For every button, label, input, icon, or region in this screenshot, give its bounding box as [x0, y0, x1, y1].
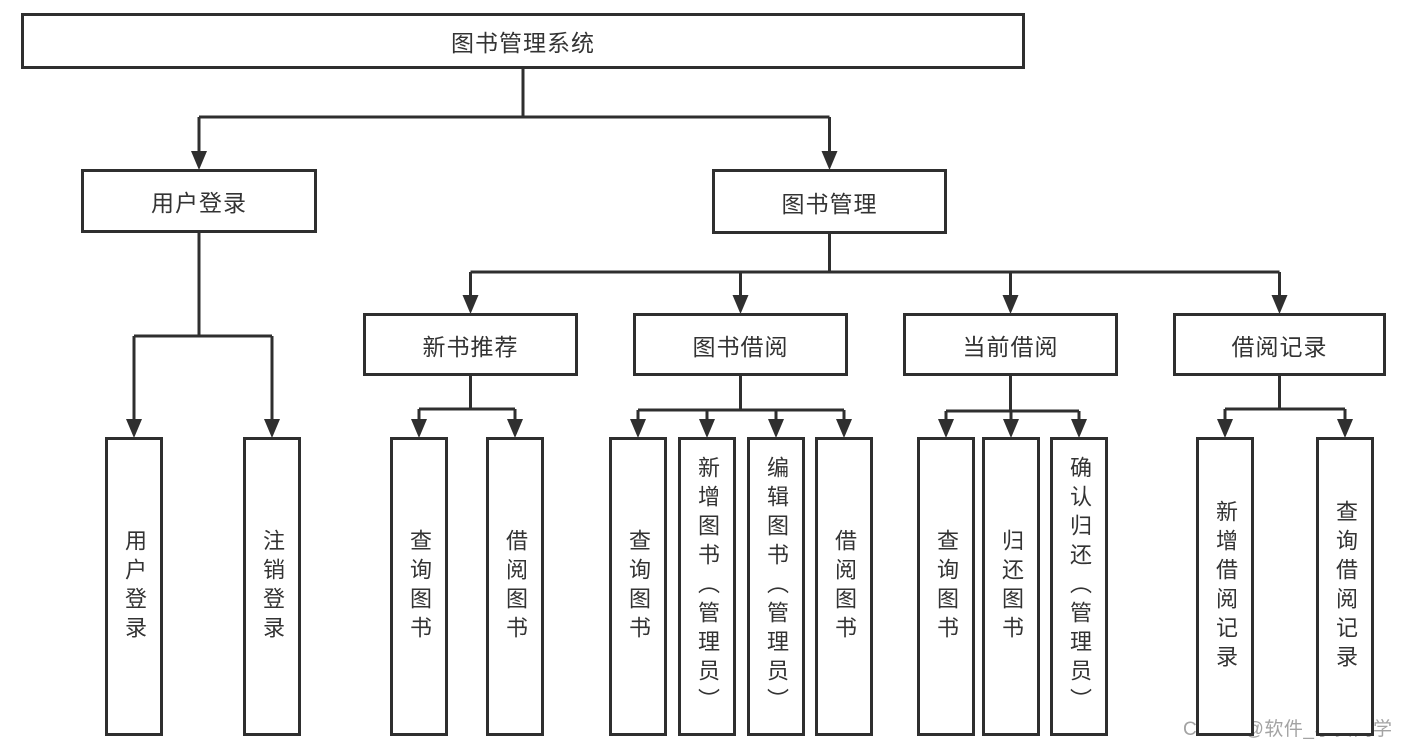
- node-leaf-return-book: 归还图书: [982, 437, 1040, 736]
- node-label-leaf-edit-book: 编辑图书（管理员）: [764, 456, 789, 717]
- node-root: 图书管理系统: [21, 13, 1025, 69]
- node-label-current-borrow: 当前借阅: [962, 333, 1059, 360]
- node-label-leaf-query-book-1: 查询图书: [407, 528, 432, 645]
- node-label-leaf-query-book-2: 查询图书: [626, 528, 651, 645]
- node-leaf-edit-book: 编辑图书（管理员）: [747, 437, 805, 736]
- node-label-leaf-logout: 注销登录: [260, 528, 285, 645]
- node-leaf-logout: 注销登录: [243, 437, 301, 736]
- node-leaf-add-record: 新增借阅记录: [1196, 437, 1254, 736]
- node-label-borrow-records: 借阅记录: [1231, 333, 1328, 360]
- node-label-leaf-add-book: 新增图书（管理员）: [695, 456, 720, 717]
- node-leaf-user-login: 用户登录: [105, 437, 163, 736]
- node-label-leaf-borrow-book-1: 借阅图书: [503, 528, 528, 645]
- node-book-mgmt: 图书管理: [712, 169, 947, 234]
- node-book-borrow: 图书借阅: [633, 313, 848, 376]
- node-leaf-confirm-return: 确认归还（管理员）: [1050, 437, 1108, 736]
- node-label-leaf-query-book-3: 查询图书: [934, 528, 959, 645]
- node-label-user-login: 用户登录: [151, 190, 247, 216]
- node-leaf-add-book: 新增图书（管理员）: [678, 437, 736, 736]
- node-leaf-query-record: 查询借阅记录: [1316, 437, 1374, 736]
- node-label-leaf-borrow-book-2: 借阅图书: [832, 528, 857, 645]
- node-label-leaf-return-book: 归还图书: [999, 528, 1024, 645]
- node-new-book-rec: 新书推荐: [363, 313, 578, 376]
- node-leaf-query-book-3: 查询图书: [917, 437, 975, 736]
- node-label-leaf-query-record: 查询借阅记录: [1333, 499, 1358, 674]
- node-label-leaf-add-record: 新增借阅记录: [1213, 499, 1238, 674]
- node-label-leaf-confirm-return: 确认归还（管理员）: [1067, 456, 1092, 717]
- node-borrow-records: 借阅记录: [1173, 313, 1386, 376]
- node-current-borrow: 当前借阅: [903, 313, 1118, 376]
- node-leaf-borrow-book-2: 借阅图书: [815, 437, 873, 736]
- node-leaf-query-book-1: 查询图书: [390, 437, 448, 736]
- node-leaf-query-book-2: 查询图书: [609, 437, 667, 736]
- node-label-book-mgmt: 图书管理: [781, 190, 878, 217]
- node-user-login: 用户登录: [81, 169, 317, 233]
- node-label-book-borrow: 图书借阅: [692, 333, 789, 360]
- node-label-leaf-user-login: 用户登录: [122, 528, 147, 645]
- node-label-root: 图书管理系统: [451, 30, 595, 56]
- node-label-new-book-rec: 新书推荐: [422, 333, 519, 360]
- node-leaf-borrow-book-1: 借阅图书: [486, 437, 544, 736]
